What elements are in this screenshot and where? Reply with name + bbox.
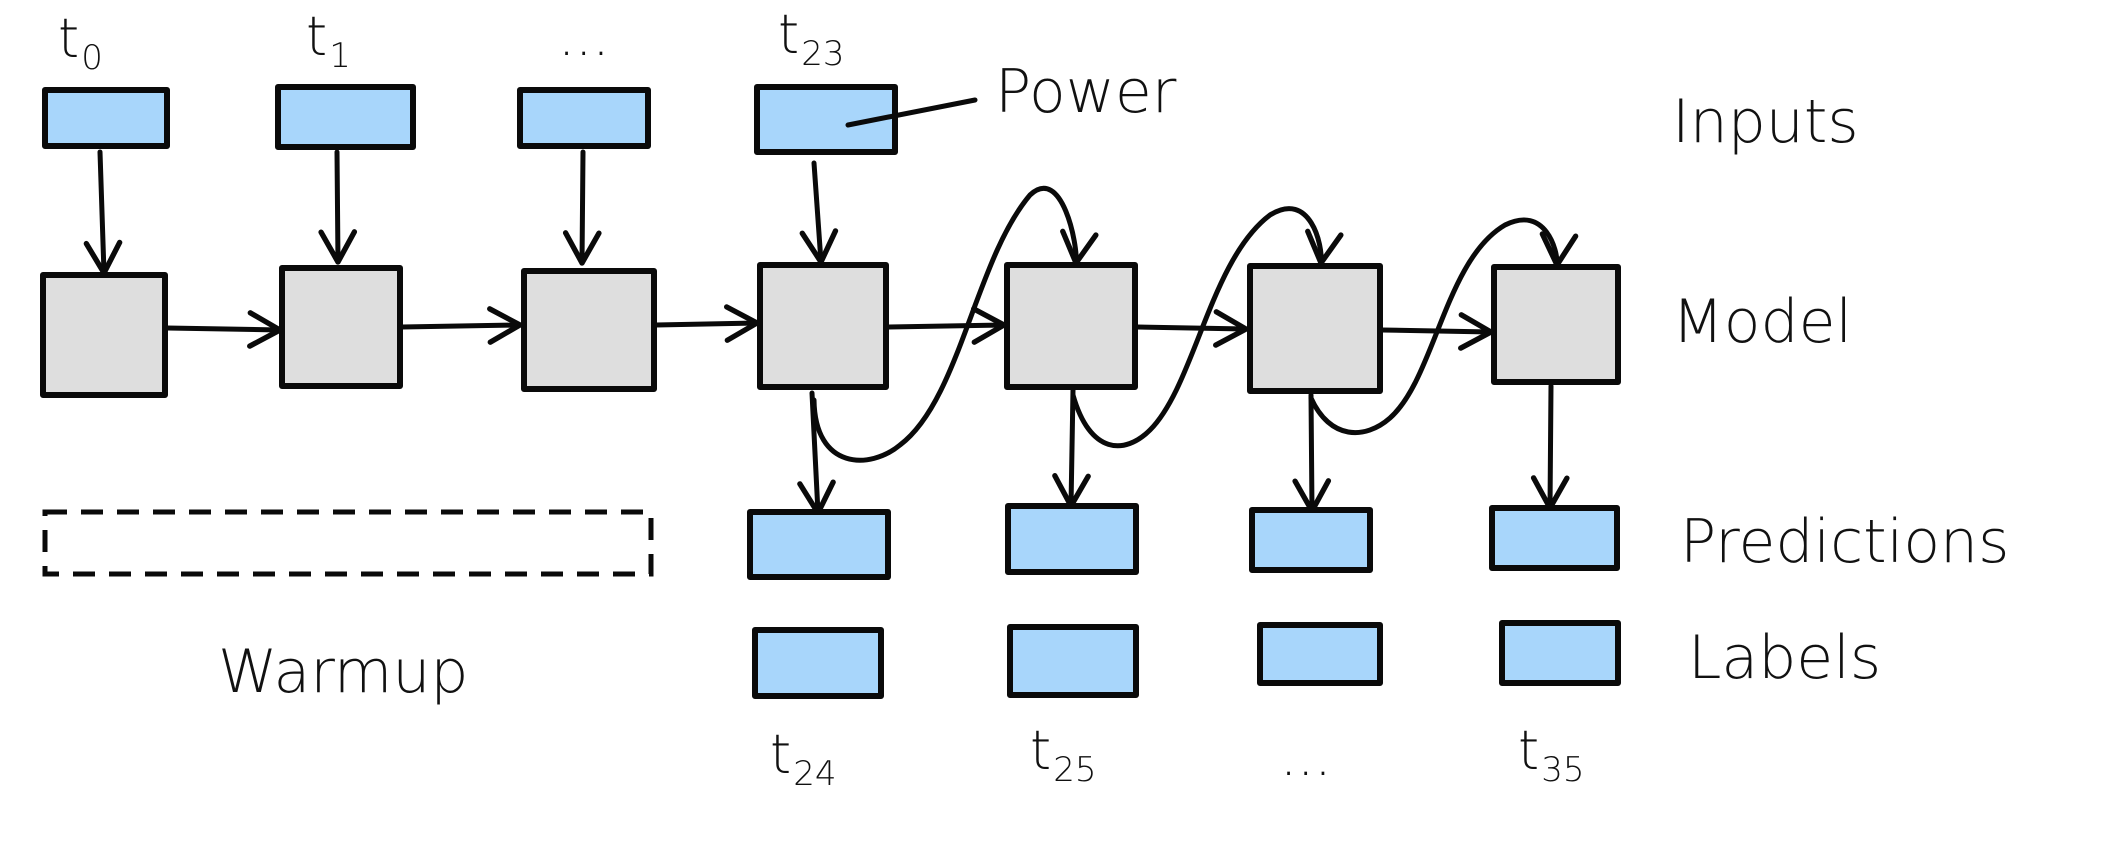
arrow-input-to-model-t0 <box>83 149 123 276</box>
state-arrow-3 <box>653 304 760 343</box>
arrow-input-to-model-t1 <box>318 149 358 265</box>
power-annotation: Power <box>995 57 1177 127</box>
time-label-t25: t25 <box>1030 719 1097 790</box>
time-label-t24: t24 <box>770 723 837 794</box>
output-ellipsis: ... <box>1280 725 1332 788</box>
warmup-label: Warmup <box>218 637 469 707</box>
model-box-2 <box>279 265 403 389</box>
label-box-t24 <box>752 627 884 699</box>
power-pointer-line <box>845 97 978 128</box>
arrow-input-to-model-t23 <box>799 160 839 265</box>
input-box-ellipsis <box>517 87 651 149</box>
time-label-t0: t0 <box>58 7 103 78</box>
feedback-loop-3 <box>1308 217 1579 435</box>
label-box-ellipsis <box>1257 622 1383 686</box>
time-label-t1: t1 <box>306 5 351 76</box>
arrow-model-to-prediction-4 <box>1530 383 1570 511</box>
label-box-t25 <box>1007 624 1139 698</box>
model-box-5 <box>1004 262 1138 390</box>
arrow-model-to-prediction-2 <box>1052 387 1091 509</box>
input-box-t0 <box>42 87 170 149</box>
row-label-predictions: Predictions <box>1680 507 2010 577</box>
row-label-model: Model <box>1672 287 1853 357</box>
state-arrow-2 <box>399 306 523 345</box>
state-arrow-1 <box>164 310 283 349</box>
prediction-box-t24 <box>747 509 891 580</box>
row-label-labels: Labels <box>1688 623 1882 693</box>
model-box-3 <box>521 268 657 392</box>
model-box-6 <box>1247 263 1383 394</box>
warmup-region <box>42 509 654 577</box>
time-label-t23: t23 <box>778 3 845 74</box>
model-box-7 <box>1491 264 1621 385</box>
prediction-box-t35 <box>1489 505 1620 571</box>
row-label-inputs: Inputs <box>1672 87 1859 157</box>
prediction-box-t25 <box>1005 503 1139 575</box>
model-box-1 <box>40 272 168 398</box>
state-arrow-4 <box>885 306 1007 345</box>
time-label-t35: t35 <box>1518 719 1585 790</box>
feedback-loop-1 <box>811 185 1099 463</box>
arrow-model-to-prediction-3 <box>1292 392 1332 514</box>
model-box-4 <box>757 262 889 390</box>
prediction-box-ellipsis <box>1249 507 1373 573</box>
feedback-loop-2 <box>1070 206 1344 449</box>
input-ellipsis: ... <box>558 5 610 68</box>
arrow-input-to-model-ellipsis <box>562 149 602 266</box>
input-box-t1 <box>275 84 416 150</box>
state-arrow-5 <box>1134 309 1249 348</box>
label-box-t35 <box>1499 620 1621 686</box>
